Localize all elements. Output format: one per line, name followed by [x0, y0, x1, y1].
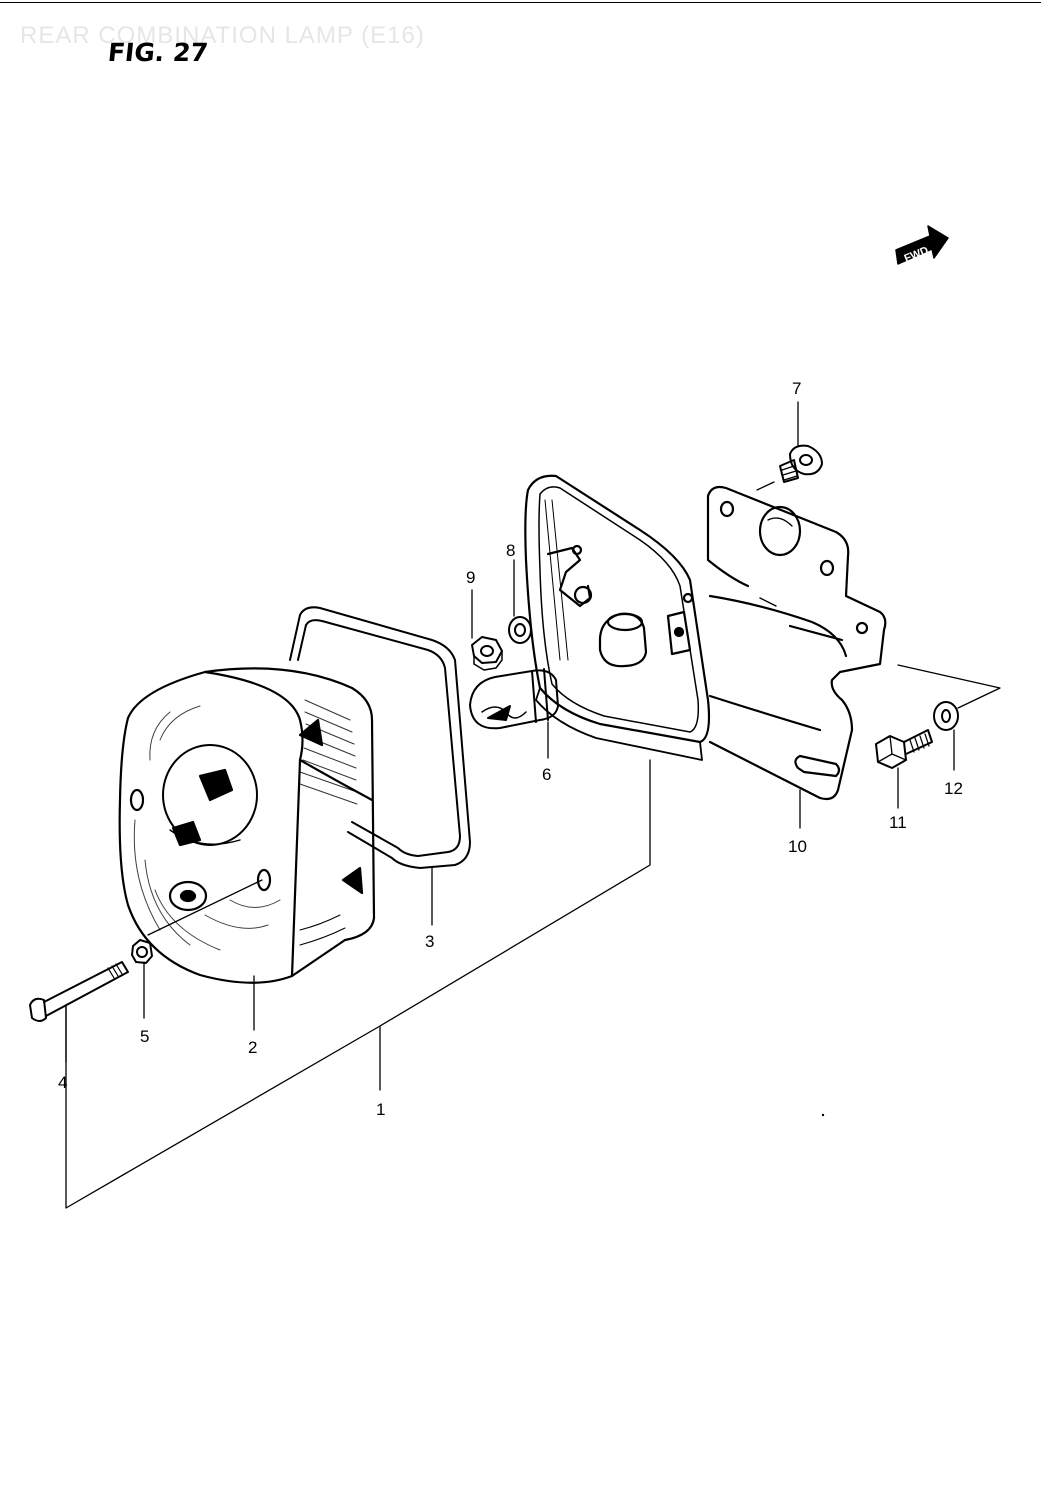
- callout-6: 6: [542, 765, 551, 784]
- nut: [471, 636, 503, 671]
- callout-5: 5: [140, 1027, 149, 1046]
- assembly-bracket-line: [65, 759, 651, 1209]
- callout-3: 3: [425, 932, 434, 951]
- leader-11-12-bracket: [897, 664, 1001, 709]
- callout-7: 7: [792, 379, 801, 398]
- stray-dot: [821, 1113, 825, 1117]
- long-screw: [29, 961, 129, 1022]
- callout-9: 9: [466, 568, 475, 587]
- leader-lines: [65, 401, 1001, 1209]
- screw-7: [779, 444, 823, 483]
- mounting-bracket: [706, 485, 887, 801]
- top-border-rule: [0, 2, 1041, 3]
- callout-11: 11: [889, 813, 907, 832]
- lamp-housing: [524, 474, 711, 761]
- small-nut: [131, 939, 153, 964]
- callout-numbers: 1 2 3 4 5 6 7 8 9 10 11 12: [58, 379, 963, 1119]
- callout-2: 2: [248, 1038, 257, 1057]
- callout-10: 10: [788, 837, 807, 856]
- lens-screw-axis: [147, 879, 263, 936]
- bolt-11: [875, 729, 933, 769]
- callout-4: 4: [58, 1073, 67, 1092]
- faint-page-title: REAR COMBINATION LAMP (E16): [20, 22, 425, 49]
- callout-8: 8: [506, 541, 515, 560]
- lamp-gasket: [289, 606, 471, 869]
- washer-12: [933, 701, 959, 731]
- washer-8: [508, 616, 532, 644]
- bulb: [469, 668, 559, 730]
- screw-7-axis: [756, 481, 775, 491]
- forward-arrow-icon: FWD: [895, 225, 949, 265]
- lamp-lens: [118, 667, 376, 984]
- callout-12: 12: [944, 779, 963, 798]
- callout-1: 1: [376, 1100, 385, 1119]
